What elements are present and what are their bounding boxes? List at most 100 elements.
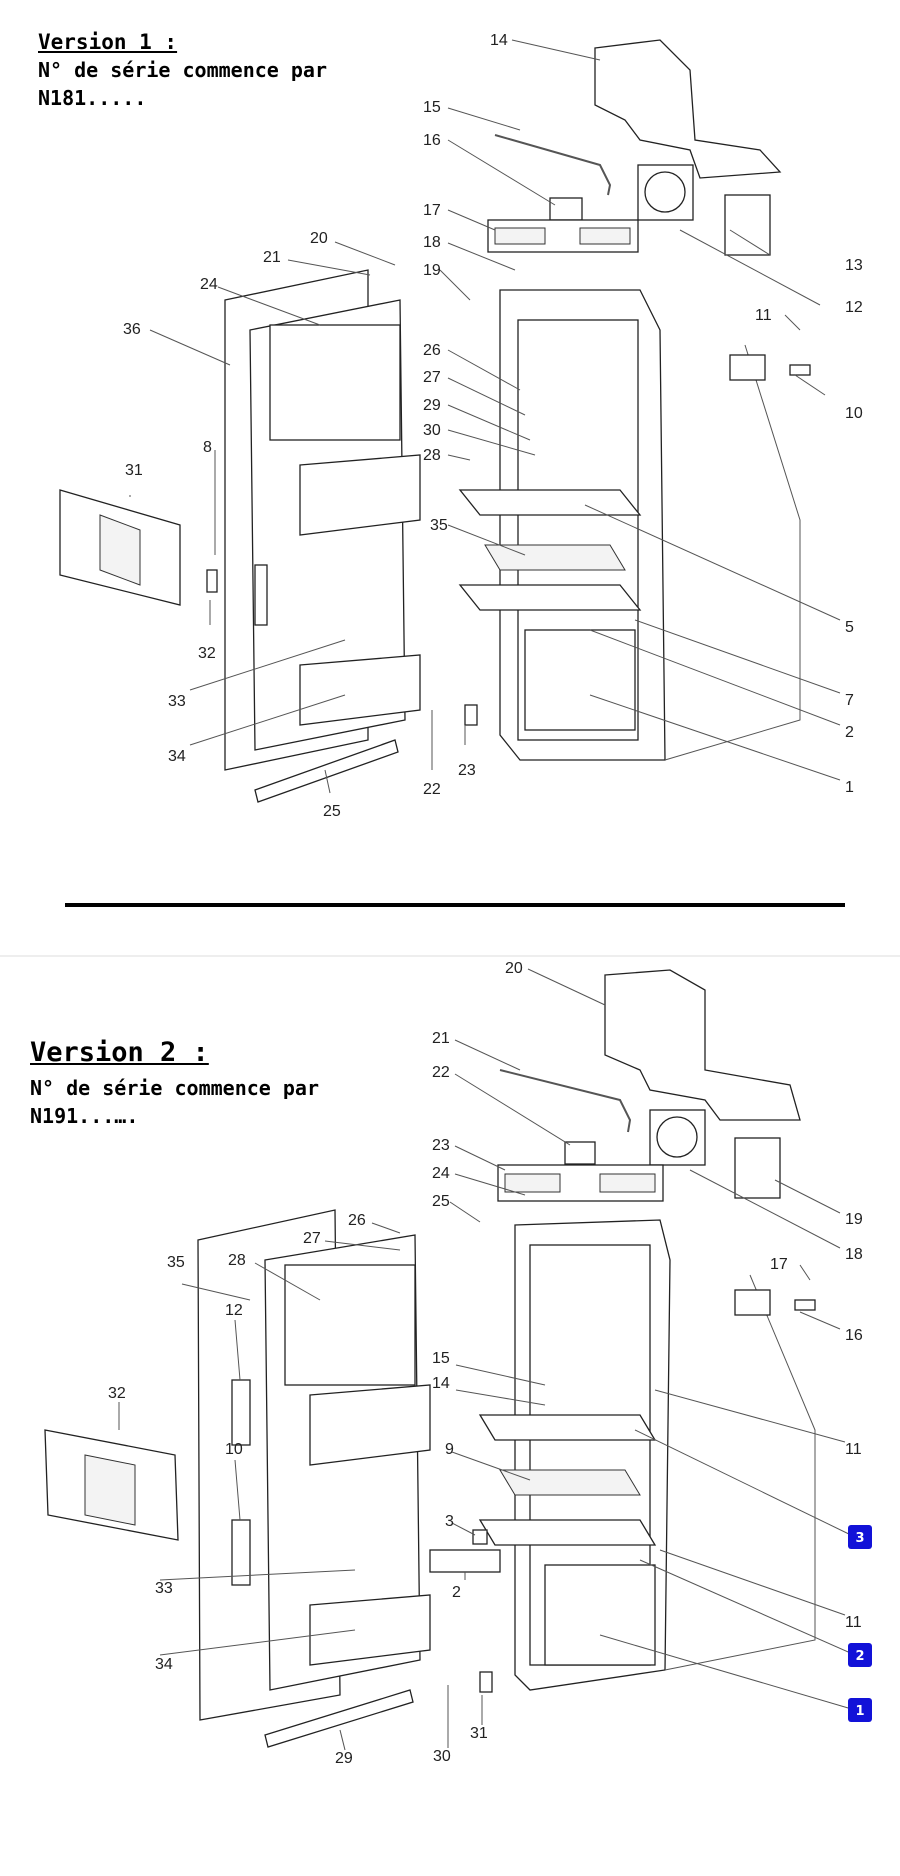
top-cover-part — [594, 39, 782, 179]
part-label: 23 — [432, 1137, 450, 1154]
part-label: 13 — [845, 257, 863, 274]
part-label: 30 — [423, 422, 441, 439]
part-label: 31 — [125, 462, 143, 479]
compressor-part — [729, 354, 766, 381]
clip-part — [789, 364, 811, 376]
door-bin-lower — [309, 1594, 431, 1666]
part-label: 35 — [430, 517, 448, 534]
fan-blade — [644, 171, 686, 213]
part-label: 36 — [123, 321, 141, 338]
part-label: 29 — [335, 1750, 353, 1767]
part-label: 28 — [423, 447, 441, 464]
part-label: 32 — [198, 645, 216, 662]
badge-3-box — [848, 1525, 872, 1549]
part-number-labels: 20 21 22 23 24 25 26 27 28 35 19 18 17 1… — [108, 960, 863, 1767]
version-2-exploded-diagram: 20 21 22 23 24 25 26 27 28 35 19 18 17 1… — [44, 960, 872, 1767]
version-2-title: Version 2 : N° de série commence par N19… — [30, 1037, 319, 1128]
door-panel-upper — [269, 324, 401, 441]
version-2-serial-line1: N° de série commence par — [30, 1076, 319, 1100]
rear-outline — [664, 1274, 816, 1671]
version-1-title: Version 1 : N° de série commence par N18… — [38, 30, 327, 110]
part-label: 2 — [845, 724, 854, 741]
part-label: 3 — [445, 1513, 454, 1530]
part-label: 2 — [452, 1584, 461, 1601]
badge-3: 3 — [848, 1525, 872, 1549]
part-label: 12 — [225, 1302, 243, 1319]
hinge-part — [231, 1379, 251, 1446]
door-bin-upper — [299, 454, 421, 536]
top-cover-part — [604, 969, 801, 1121]
part-label: 20 — [310, 230, 328, 247]
part-label: 15 — [432, 1350, 450, 1367]
hinge-part — [254, 564, 268, 626]
cable-part — [499, 1069, 632, 1133]
part-label: 29 — [423, 397, 441, 414]
door-panel-upper — [284, 1264, 416, 1386]
part-label: 18 — [423, 234, 441, 251]
version-1-serial-line1: N° de série commence par — [38, 58, 327, 82]
version-1-exploded-diagram: 14 15 16 17 18 19 20 21 24 36 13 12 11 1… — [59, 32, 863, 907]
hinge-strip-part — [254, 739, 399, 803]
part-label: 27 — [423, 369, 441, 386]
part-label: 23 — [458, 762, 476, 779]
part-label: 25 — [432, 1193, 450, 1210]
part-label: 26 — [423, 342, 441, 359]
part-label: 22 — [432, 1064, 450, 1081]
glass-plate — [499, 1469, 641, 1496]
part-label: 26 — [348, 1212, 366, 1229]
freezer-door-handle — [84, 1454, 136, 1526]
part-label: 14 — [490, 32, 508, 49]
part-label: 22 — [423, 781, 441, 798]
fan-blade — [656, 1116, 698, 1158]
part-label: 30 — [433, 1748, 451, 1765]
part-label: 16 — [423, 132, 441, 149]
part-label: 33 — [168, 693, 186, 710]
version-1-serial-line2: N181..... — [38, 86, 147, 110]
part-label: 28 — [228, 1252, 246, 1269]
vent-grille-right — [579, 227, 631, 245]
part-label: 8 — [203, 439, 212, 456]
handle-bar-part — [429, 1549, 501, 1573]
badge-2-label: 2 — [855, 1649, 864, 1664]
part-label: 24 — [200, 276, 218, 293]
hinge-strip-part — [264, 1689, 414, 1748]
board-part — [564, 1141, 596, 1165]
vent-grille-right — [599, 1173, 656, 1193]
version-2-panel: Version 2 : N° de série commence par N19… — [0, 960, 900, 1876]
shelf-lower — [478, 1519, 657, 1546]
box-part — [724, 194, 771, 256]
glass-plate — [484, 544, 626, 571]
part-label: 11 — [755, 307, 772, 324]
door-bin-upper — [309, 1384, 431, 1466]
part-label: 33 — [155, 1580, 173, 1597]
part-label: 11 — [845, 1614, 862, 1631]
badge-1-label: 1 — [855, 1704, 864, 1719]
badge-1: 1 — [848, 1698, 872, 1722]
part-label: 24 — [432, 1165, 450, 1182]
part-label: 9 — [445, 1441, 454, 1458]
part-number-labels: 14 15 16 17 18 19 20 21 24 36 13 12 11 1… — [123, 32, 863, 820]
part-label: 17 — [423, 202, 441, 219]
leader-lines — [129, 39, 841, 794]
part-label: 11 — [845, 1441, 862, 1458]
part-label: 19 — [423, 262, 441, 279]
badge-1-box — [848, 1698, 872, 1722]
part-label: 20 — [505, 960, 523, 977]
part-label: 12 — [845, 299, 863, 316]
badge-3-label: 3 — [855, 1531, 864, 1546]
latch-part — [206, 569, 218, 593]
part-label: 32 — [108, 1385, 126, 1402]
shelf-upper — [478, 1414, 657, 1441]
part-label: 19 — [845, 1211, 863, 1228]
compressor-part — [734, 1289, 771, 1316]
hinge-part-lower — [231, 1519, 251, 1586]
part-label: 5 — [845, 619, 854, 636]
badge-2-box — [848, 1643, 872, 1667]
part-label: 1 — [845, 779, 854, 796]
vent-grille-left — [494, 227, 546, 245]
part-label: 16 — [845, 1327, 863, 1344]
version-1-panel: Version 1 : N° de série commence par N18… — [38, 30, 863, 907]
part-label: 25 — [323, 803, 341, 820]
part-label: 34 — [168, 748, 186, 765]
board-part — [549, 197, 583, 221]
